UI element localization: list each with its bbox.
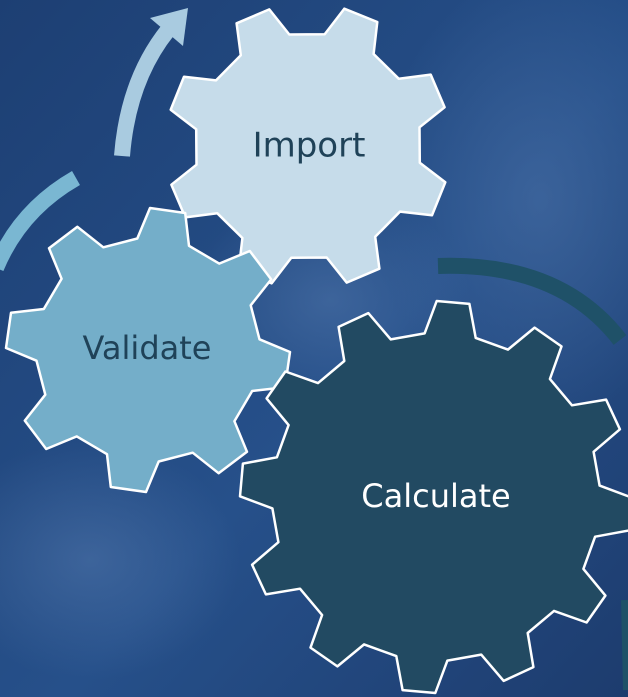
gear-calculate-label: Calculate	[361, 477, 510, 515]
gear-validate-shape	[4, 206, 292, 494]
gear-import-shape	[169, 7, 447, 285]
arrow-to-validate	[0, 171, 81, 272]
arrowhead-icon	[150, 8, 188, 46]
gear-calculate: Calculate	[238, 299, 628, 695]
curved-arrow-icon	[437, 257, 627, 345]
arrow-to-import	[114, 8, 188, 157]
background-glow	[0, 440, 240, 680]
gear-import: Import	[169, 7, 447, 285]
gear-validate: Validate	[4, 206, 292, 494]
gear-calculate-shape	[238, 299, 628, 695]
curved-arrow-icon	[114, 25, 175, 157]
gear-validate-label: Validate	[83, 329, 212, 367]
gear-import-label: Import	[253, 126, 366, 166]
curved-arrow-icon	[0, 171, 81, 272]
